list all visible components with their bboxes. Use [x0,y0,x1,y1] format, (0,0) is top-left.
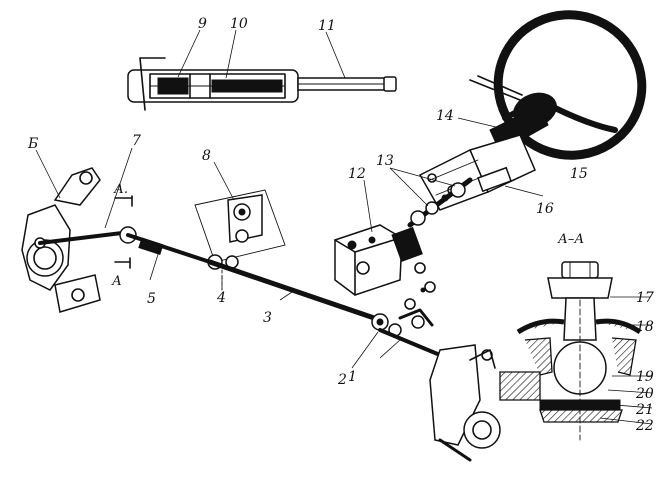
label-16: 16 [536,201,554,217]
label-19: 19 [636,369,654,385]
label-18: 18 [636,319,654,335]
label-10: 10 [230,16,248,32]
pendulum-arm [194,161,383,323]
steering-shaft-assembly [127,29,397,111]
label-12: 12 [348,166,366,182]
left-steering-knuckle [21,149,101,313]
label-11: 11 [318,18,336,34]
right-steering-knuckle [351,308,501,462]
label-15: 15 [570,166,588,182]
label-9: 9 [198,16,207,32]
label-b: Б [27,136,38,152]
label-2: 2 [337,372,347,388]
label-22: 22 [635,418,654,434]
label-17: 17 [636,290,654,306]
steering-gear [334,179,423,296]
label-3: 3 [263,310,272,326]
label-14: 14 [436,108,454,124]
fasteners [404,262,436,310]
part-labels: 1 2 3 4 5 8 7 9 10 11 12 13 14 15 16 17 … [27,16,654,434]
ball-joint-section [499,261,653,441]
label-8: 8 [202,148,211,164]
section-title: А–А [557,232,584,247]
label-1: 1 [348,369,357,385]
label-4: 4 [216,290,226,306]
left-tie-rod [38,147,212,281]
label-7: 7 [132,133,141,149]
section-marker-bottom: А [111,274,122,289]
section-marker-top: А. [113,182,128,197]
label-5: 5 [147,291,156,307]
steering-column [418,104,549,211]
intermediate-shaft [389,167,473,228]
label-20: 20 [635,386,654,402]
label-13: 13 [376,153,394,169]
label-21: 21 [635,402,654,418]
